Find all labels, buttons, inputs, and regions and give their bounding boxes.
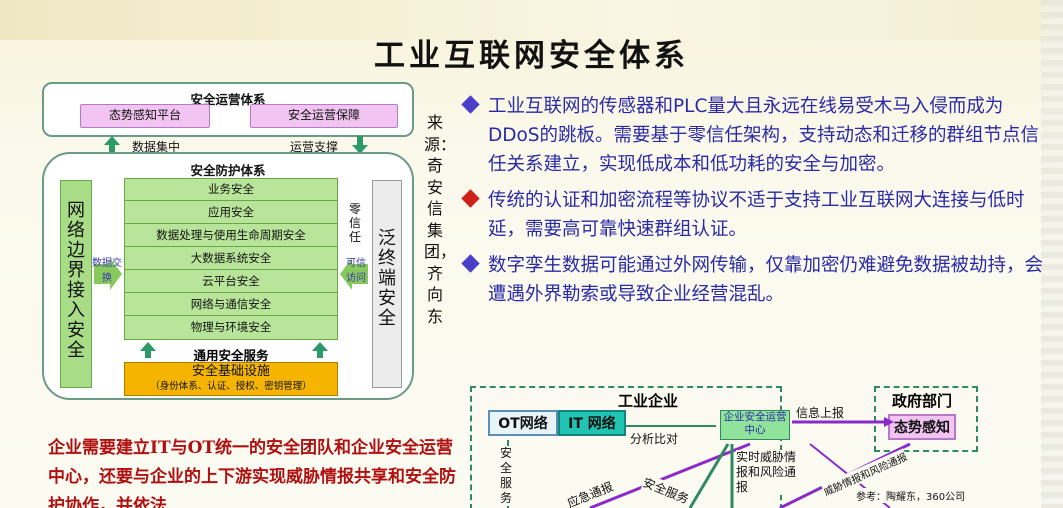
reference-label: 参考：陶耀东，360公司: [856, 488, 966, 503]
page-title: 工业互联网安全体系: [374, 38, 689, 74]
right-arrow-icon: [110, 258, 122, 290]
header-band: [0, 0, 1063, 40]
security-architecture-diagram: 安全运营体系 态势感知平台 安全运营保障 数据集中 运营支撑 安全防护体系 网络…: [28, 80, 418, 410]
enterprise-boundary: [470, 386, 782, 508]
ops-guarantee: 安全运营保障: [250, 104, 398, 128]
defense-system-title: 安全防护体系: [190, 163, 266, 178]
left-arrow-icon: [340, 258, 352, 290]
enterprise-label: 工业企业: [618, 392, 679, 410]
source-label: 来源：奇安信集团，齐向东: [424, 113, 457, 326]
bullet-text: 工业互联网的传感器和PLC量大且永远在线易受木马入侵而成为DDoS的跳板。需要基…: [488, 96, 1040, 175]
up-arrow-stem: [317, 350, 323, 358]
common-services-label: 通用安全服务: [193, 348, 269, 363]
service-line-2: [688, 443, 730, 508]
bullet-item: 数字孪生数据可能通过外网传输，仅靠加密仍难避免数据被劫持，会遭遇外界勒索或导致企…: [461, 251, 1047, 309]
situation-platform: 态势感知平台: [80, 104, 210, 128]
down-arrow-icon: [352, 145, 368, 154]
defense-system-box: 安全防护体系 网络边界接入安全 数据交换 业务安全 应用安全 数据处理与使用生命…: [42, 152, 414, 400]
security-infrastructure: 安全基础设施 （身份体系、认证、授权、密钥管理）: [124, 362, 338, 396]
data-collection-label: 数据集中: [132, 140, 181, 154]
infra-title: 安全基础设施: [191, 364, 270, 379]
infra-subtitle: （身份体系、认证、授权、密钥管理）: [150, 381, 312, 392]
data-exchange-label: 数据交换: [92, 258, 122, 284]
up-arrow-icon: [104, 136, 120, 145]
layer-physical: 物理与环境安全: [125, 317, 337, 339]
security-service-label: 安全服务: [500, 446, 514, 506]
up-arrow-stem: [109, 144, 115, 154]
trusted-access-label: 可信访问: [346, 258, 366, 284]
up-arrow-icon: [140, 342, 156, 351]
data-exchange-arrow: [94, 264, 110, 284]
it-network-box: IT 网络: [558, 410, 626, 436]
ot-network-box: OT网络: [488, 410, 558, 436]
up-arrow-icon: [312, 342, 328, 351]
network-boundary-pillar: 网络边界接入安全: [60, 180, 92, 388]
arrow-head-icon: [884, 417, 894, 427]
bullet-text: 数字孪生数据可能通过外网传输，仅靠加密仍难避免数据被劫持，会遭遇外界勒索或导致企…: [488, 255, 1044, 305]
security-layers: 业务安全 应用安全 数据处理与使用生命周期安全 大数据系统安全 云平台安全 网络…: [124, 178, 338, 340]
layer-network: 网络与通信安全: [125, 294, 337, 316]
endpoint-security-pillar: 泛终端安全: [372, 180, 402, 388]
bullet-text: 传统的认证和加密流程等协议不适于支持工业互联网大连接与低时延，需要高可靠快速群组…: [488, 190, 1025, 240]
up-arrow-stem: [145, 350, 151, 358]
diamond-icon: [461, 254, 480, 273]
trusted-access-arrow: [352, 264, 368, 284]
analysis-label: 分析比对: [630, 432, 679, 446]
report-label: 信息上报: [796, 406, 845, 420]
realtime-intel-label: 实时威胁情报和风险通报: [736, 450, 797, 495]
soc-box: 企业安全运营中心: [720, 410, 790, 440]
layer-bigdata: 大数据系统安全: [125, 248, 337, 270]
bullet-list: 工业互联网的传感器和PLC量大且永远在线易受木马入侵而成为DDoS的跳板。需要基…: [461, 92, 1047, 316]
decorative-strip: [1041, 0, 1063, 508]
zero-trust-label: 零信任: [348, 202, 361, 244]
enterprise-network-diagram: 工业企业 政府部门 OT网络 IT 网络 企业安全运营中心 态势感知 分析比对 …: [470, 384, 1030, 508]
layer-business: 业务安全: [125, 179, 337, 201]
ops-support-label: 运营支撑: [290, 140, 339, 154]
government-label: 政府部门: [892, 392, 953, 410]
bullet-item: 工业互联网的传感器和PLC量大且永远在线易受木马入侵而成为DDoS的跳板。需要基…: [461, 92, 1047, 179]
diamond-icon: [461, 95, 480, 114]
government-boundary: [874, 386, 978, 452]
diamond-icon: [461, 189, 480, 208]
layer-data-lifecycle: 数据处理与使用生命周期安全: [125, 225, 337, 247]
layer-application: 应用安全: [125, 202, 337, 224]
ops-system-box: 安全运营体系 态势感知平台 安全运营保障: [42, 82, 414, 137]
ops-system-title: 安全运营体系: [190, 92, 266, 107]
layer-cloud: 云平台安全: [125, 271, 337, 293]
bullet-item: 传统的认证和加密流程等协议不适于支持工业互联网大连接与低时延，需要高可靠快速群组…: [461, 186, 1047, 244]
conclusion-text: 企业需要建立IT与OT统一的安全团队和企业安全运营中心，还要与企业的上下游实现威…: [48, 438, 456, 508]
situation-awareness-box: 态势感知: [888, 414, 956, 440]
down-arrow-stem: [357, 136, 363, 146]
